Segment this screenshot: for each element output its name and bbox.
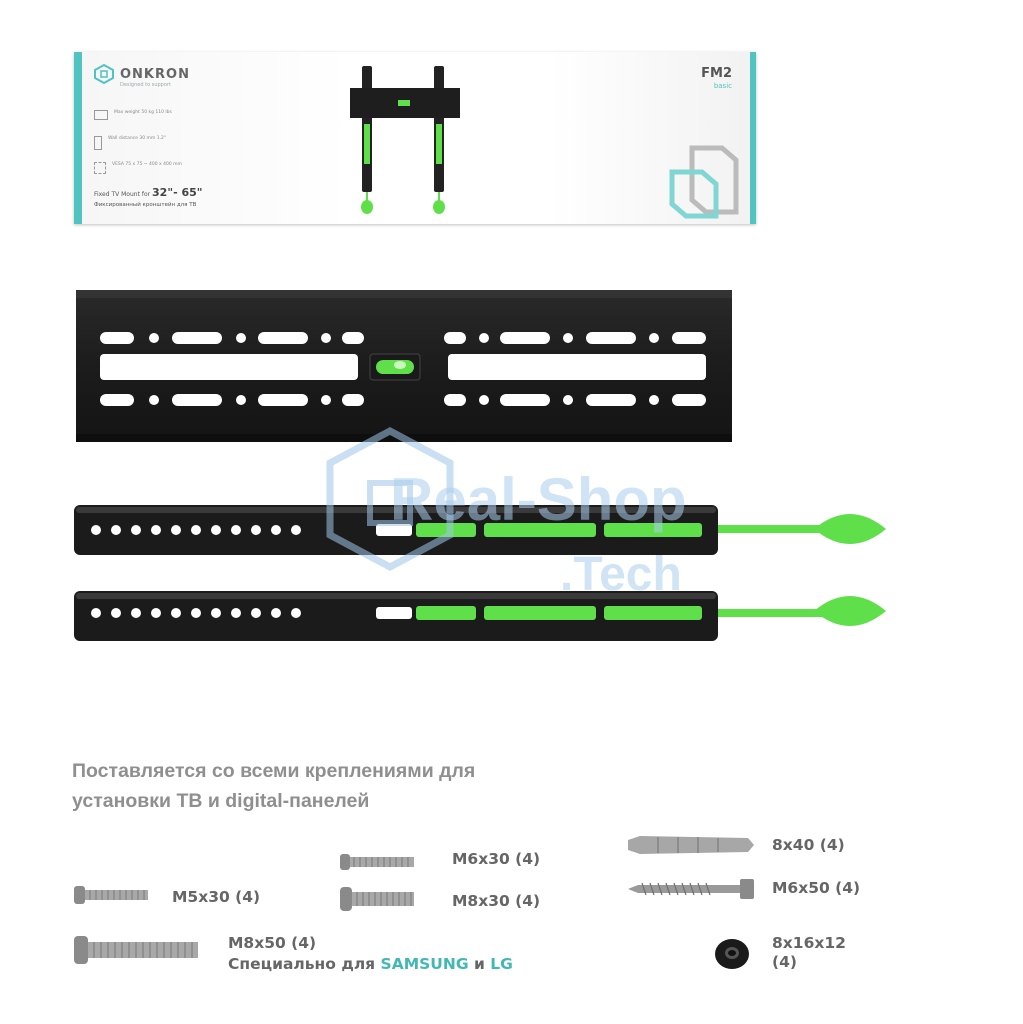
- heading-line-1: Поставляется со всеми креплениями для: [72, 760, 476, 782]
- brand-logo: ONKRON: [94, 64, 190, 84]
- tv-bracket-arm-bottom: [74, 591, 886, 641]
- brand-slogan: Designed to support: [120, 82, 171, 88]
- label-m5x30: M5x30 (4): [172, 888, 261, 906]
- screw-m6x30-image: [340, 854, 414, 870]
- label-anchor-8x40: 8x40 (4): [772, 836, 845, 854]
- model-name: FM2: [701, 66, 732, 81]
- screw-m8x50-image: [74, 936, 198, 964]
- label-m8x50: M8x50 (4): [228, 934, 317, 952]
- spacer-image: [715, 939, 749, 969]
- mount-title-ru: Фиксированный кронштейн для ТВ: [94, 202, 197, 208]
- model-subtitle: basic: [713, 82, 732, 90]
- distance-icon: [94, 136, 102, 150]
- spec-distance: Wall distance 30 mm 1.2": [94, 136, 178, 150]
- wall-anchor-image: [628, 836, 754, 854]
- label-m6x50: M6x50 (4): [772, 879, 861, 897]
- screw-m5x30-image: [74, 886, 148, 904]
- hardware-heading: Поставляется со всеми креплениями для ус…: [72, 756, 632, 816]
- weight-icon: [94, 110, 108, 120]
- mount-title: Fixed TV Mount for 32"- 65": [94, 186, 203, 199]
- lag-screw-m6x50-image: [628, 879, 754, 899]
- cube-logo-icon: [669, 145, 739, 219]
- onkron-logo-icon: [94, 64, 114, 84]
- product-box: ONKRON Designed to support Max weight 50…: [74, 52, 756, 224]
- box-mount-image: [350, 66, 460, 214]
- spec-vesa: VESA 75 x 75 ~ 400 x 400 mm: [94, 162, 182, 174]
- brand-samsung: SAMSUNG: [380, 955, 469, 973]
- label-m6x30: M6x30 (4): [452, 850, 541, 868]
- brand-name: ONKRON: [120, 66, 190, 82]
- heading-line-2: установки ТВ и digital-панелей: [72, 790, 370, 812]
- brand-lg: LG: [490, 955, 513, 973]
- label-spacer: 8x16x12 (4): [772, 934, 846, 971]
- vesa-icon: [94, 162, 106, 174]
- screw-m8x30-image: [340, 887, 414, 911]
- label-special-brands: Специально для SAMSUNG и LG: [228, 955, 513, 973]
- spec-weight: Max weight 50 kg 110 lbs: [94, 110, 184, 120]
- label-m8x30: M8x30 (4): [452, 892, 541, 910]
- wall-plate-image: [76, 290, 732, 442]
- tv-bracket-arm-top: [74, 505, 886, 555]
